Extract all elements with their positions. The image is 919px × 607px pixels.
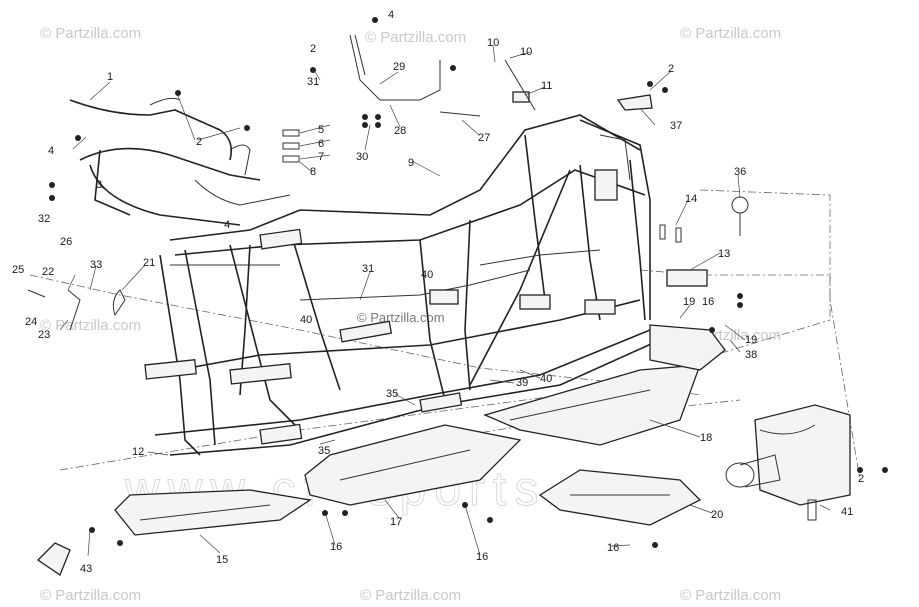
reflector-43 [36, 542, 71, 576]
callout-41: 41 [841, 506, 853, 518]
callout-13: 13 [718, 248, 730, 260]
callout-15: 15 [216, 554, 228, 566]
callout-10: 10 [487, 37, 499, 49]
callout-18: 18 [700, 432, 712, 444]
callout-36: 36 [734, 166, 746, 178]
callout-2: 2 [858, 473, 864, 485]
callout-16: 16 [330, 541, 342, 553]
callout-4: 4 [224, 219, 230, 231]
skid-plate-18 [483, 364, 701, 446]
callout-17: 17 [390, 516, 402, 528]
callout-43: 43 [80, 563, 92, 575]
callout-32: 32 [38, 213, 50, 225]
callout-24: 24 [25, 316, 37, 328]
callout-20: 20 [711, 509, 723, 521]
callout-25: 25 [12, 264, 24, 276]
callout-35: 35 [318, 445, 330, 457]
callout-40: 40 [421, 269, 433, 281]
skid-plates [114, 324, 726, 536]
watermark-center: © Partzilla.com [357, 310, 445, 325]
watermark-mid-left: © Partzilla.com [40, 317, 141, 334]
callout-28: 28 [394, 125, 406, 137]
callout-12: 12 [132, 446, 144, 458]
callout-16: 16 [476, 551, 488, 563]
air-box-41 [725, 404, 851, 521]
callout-39: 39 [516, 377, 528, 389]
leader-lines [59, 44, 831, 557]
callout-1: 1 [107, 71, 113, 83]
callout-3: 3 [96, 179, 102, 191]
watermark-bottom-center: © Partzilla.com [360, 587, 461, 604]
callout-26: 26 [60, 236, 72, 248]
callout-21: 21 [143, 257, 155, 269]
callout-37: 37 [670, 120, 682, 132]
callout-2: 2 [668, 63, 674, 75]
callout-35: 35 [386, 388, 398, 400]
callout-11: 11 [541, 80, 552, 92]
skid-plate-20 [538, 469, 702, 526]
callout-19: 19 [745, 334, 757, 346]
callout-4: 4 [388, 9, 394, 21]
callout-31: 31 [307, 76, 319, 88]
callout-22: 22 [42, 266, 54, 278]
small-parts [27, 34, 749, 331]
callout-8: 8 [310, 166, 316, 178]
callout-27: 27 [478, 132, 490, 144]
callout-9: 9 [408, 157, 414, 169]
callout-30: 30 [356, 151, 368, 163]
callout-10: 10 [520, 46, 532, 58]
watermark-bottom-left: © Partzilla.com [40, 587, 141, 604]
callout-2: 2 [310, 43, 316, 55]
callout-40: 40 [540, 373, 552, 385]
callout-7: 7 [318, 151, 324, 163]
callout-38: 38 [745, 349, 757, 361]
fasteners [49, 17, 888, 548]
callout-16: 16 [702, 296, 714, 308]
watermark-top-right: © Partzilla.com [680, 25, 781, 42]
callout-23: 23 [38, 329, 50, 341]
callout-5: 5 [318, 124, 324, 136]
callout-40: 40 [300, 314, 312, 326]
callout-19: 19 [683, 296, 695, 308]
skid-plate-15 [114, 489, 312, 536]
callout-33: 33 [90, 259, 102, 271]
watermark-bottom-right: © Partzilla.com [680, 587, 781, 604]
callout-labels: 1 2 2 2 2 3 4 4 4 5 6 7 8 9 10 10 11 12 … [12, 9, 864, 575]
watermark-top-center: © Partzilla.com [365, 29, 466, 46]
callout-4: 4 [48, 145, 54, 157]
skid-plate-17 [304, 424, 522, 506]
callout-31: 31 [362, 263, 374, 275]
callout-16: 16 [607, 542, 619, 554]
callout-29: 29 [393, 61, 405, 73]
watermark-top-left: © Partzilla.com [40, 25, 141, 42]
callout-2: 2 [196, 136, 202, 148]
callout-14: 14 [685, 193, 697, 205]
callout-6: 6 [318, 138, 324, 150]
